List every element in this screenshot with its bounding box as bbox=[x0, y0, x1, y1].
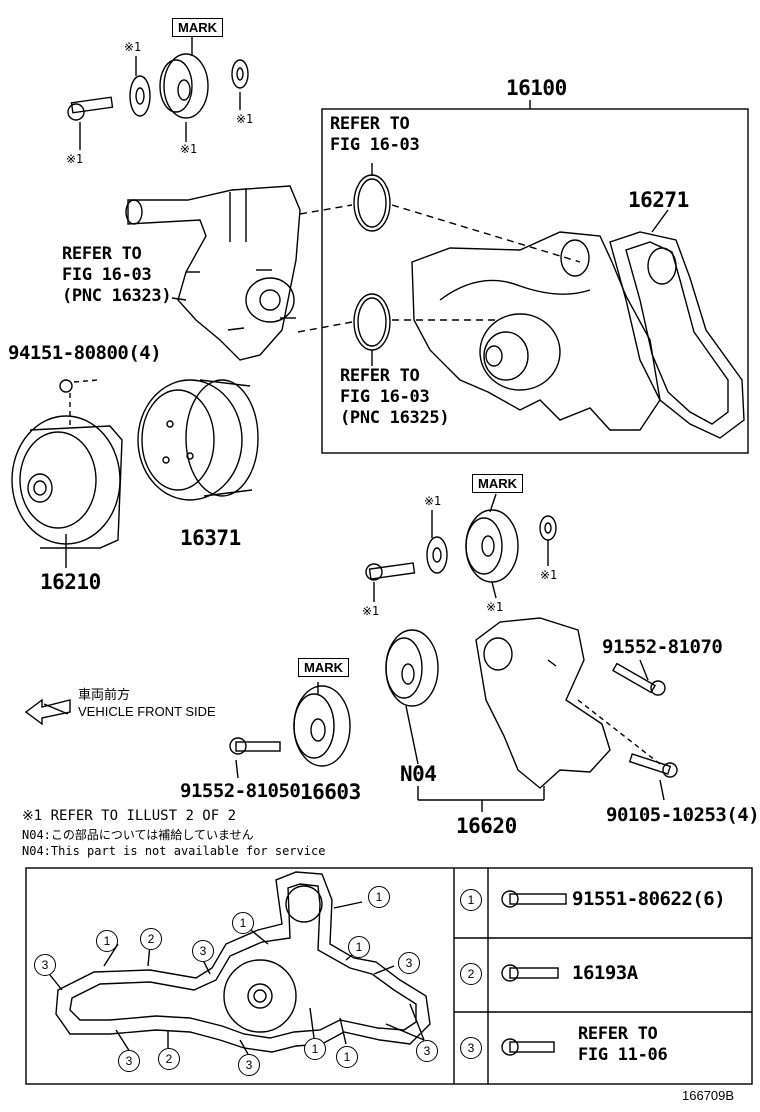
bolt-90105-10253: 90105-10253(4) bbox=[606, 804, 760, 826]
asterisk-note: ※1 bbox=[124, 40, 141, 54]
asterisk-note: ※1 bbox=[540, 568, 557, 582]
gasket-callout: 1 bbox=[304, 1038, 326, 1060]
idler-pulley bbox=[293, 685, 351, 767]
gasket-callout: 3 bbox=[118, 1050, 140, 1072]
mark-label: MARK bbox=[172, 18, 223, 37]
asterisk-note: ※1 bbox=[424, 494, 441, 508]
fan-pulley bbox=[137, 379, 259, 501]
middle-idler-group bbox=[365, 509, 557, 583]
water-inlet-housing bbox=[125, 185, 301, 361]
legend-part-2: 16193A bbox=[572, 962, 638, 984]
gasket-callout: 1 bbox=[336, 1046, 358, 1068]
figure-id: 166709B bbox=[682, 1088, 735, 1103]
mark-label: MARK bbox=[472, 474, 523, 493]
asterisk-note: ※1 bbox=[236, 112, 253, 126]
water-pump-assembly-box bbox=[321, 108, 749, 454]
asterisk-note: ※1 bbox=[66, 152, 83, 166]
legend-num-1: 1 bbox=[460, 889, 482, 911]
part-number-16100: 16100 bbox=[506, 76, 567, 100]
note-n04-en: N04:This part is not available for servi… bbox=[22, 844, 326, 858]
asterisk-note: ※1 bbox=[486, 600, 503, 614]
gasket-callout: 3 bbox=[192, 940, 214, 962]
gasket-callout: 1 bbox=[232, 912, 254, 934]
note-illust-ref: ※1 REFER TO ILLUST 2 OF 2 bbox=[22, 808, 237, 824]
legend-num-2: 2 bbox=[460, 963, 482, 985]
asterisk-note: ※1 bbox=[180, 142, 197, 156]
gasket-callout: 1 bbox=[368, 886, 390, 908]
gasket-callout: 3 bbox=[416, 1040, 438, 1062]
water-pump bbox=[411, 231, 661, 431]
legend-part-1: 91551-80622(6) bbox=[572, 888, 726, 910]
part-number-16603: 16603 bbox=[300, 780, 361, 804]
gasket-callout: 2 bbox=[140, 928, 162, 950]
belt-tensioner bbox=[385, 617, 661, 789]
vehicle-front-arrow-icon bbox=[24, 698, 71, 726]
top-idler-group bbox=[67, 53, 249, 121]
asterisk-note: ※1 bbox=[362, 604, 379, 618]
gasket-callout: 2 bbox=[158, 1048, 180, 1070]
vehicle-front-jp: 車両前方 bbox=[78, 688, 131, 703]
gasket-callout: 3 bbox=[34, 954, 56, 976]
illust-2-frame bbox=[25, 867, 753, 1085]
gasket-callout: 1 bbox=[348, 936, 370, 958]
part-number-16271: 16271 bbox=[628, 188, 689, 212]
gasket-callout: 3 bbox=[238, 1054, 260, 1076]
legend-bolt-icons bbox=[501, 890, 567, 1056]
part-number-16210: 16210 bbox=[40, 570, 101, 594]
gasket-callout: 3 bbox=[398, 952, 420, 974]
vehicle-front-en: VEHICLE FRONT SIDE bbox=[78, 704, 216, 719]
part-number-16620: 16620 bbox=[456, 814, 517, 838]
note-n04-jp: N04:この部品については補給していません bbox=[22, 828, 254, 842]
bolt-91552-81050: 91552-81050 bbox=[180, 780, 301, 802]
bolt-94151-80800: 94151-80800(4) bbox=[8, 342, 162, 364]
bolt-91552-81070: 91552-81070 bbox=[602, 636, 723, 658]
gasket-callout: 1 bbox=[96, 930, 118, 952]
part-number-16371: 16371 bbox=[180, 526, 241, 550]
mark-label: MARK bbox=[298, 658, 349, 677]
fan-clutch bbox=[11, 379, 123, 549]
legend-num-3: 3 bbox=[460, 1037, 482, 1059]
water-pump-gasket bbox=[609, 231, 745, 439]
part-number-n04: N04 bbox=[400, 762, 437, 786]
